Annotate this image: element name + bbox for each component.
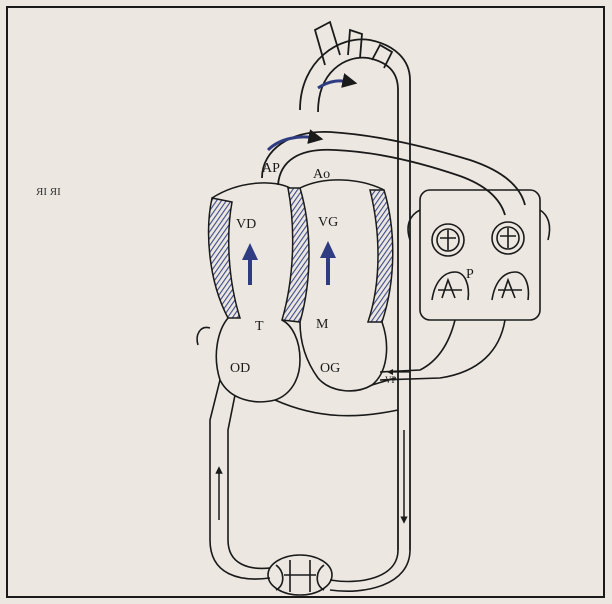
systemic-veins bbox=[210, 378, 398, 540]
label-p: P bbox=[466, 267, 474, 282]
label-og: OG bbox=[320, 361, 340, 376]
label-od: OD bbox=[230, 361, 250, 376]
label-ao: Ao bbox=[313, 167, 330, 182]
aortic-arch bbox=[300, 22, 410, 112]
label-t: T bbox=[255, 319, 264, 334]
septum bbox=[282, 188, 309, 322]
right-ventricle-wall-left bbox=[209, 198, 240, 318]
label-m: M bbox=[316, 317, 329, 332]
lungs bbox=[408, 190, 550, 320]
corner-mark: ЯІ ЯІ bbox=[36, 186, 61, 198]
placenta-loop bbox=[210, 540, 410, 595]
label-ap: AP bbox=[262, 161, 280, 176]
left-ventricle-wall-right bbox=[368, 190, 393, 322]
label-vd: VD bbox=[236, 217, 256, 232]
lv-up-arrow bbox=[320, 241, 336, 285]
ventricles bbox=[209, 180, 393, 322]
label-vp: VP bbox=[385, 375, 397, 385]
ventricle-flow-arrows bbox=[242, 241, 336, 285]
rv-up-arrow bbox=[242, 243, 258, 285]
atria bbox=[197, 318, 386, 402]
label-vg: VG bbox=[318, 215, 338, 230]
